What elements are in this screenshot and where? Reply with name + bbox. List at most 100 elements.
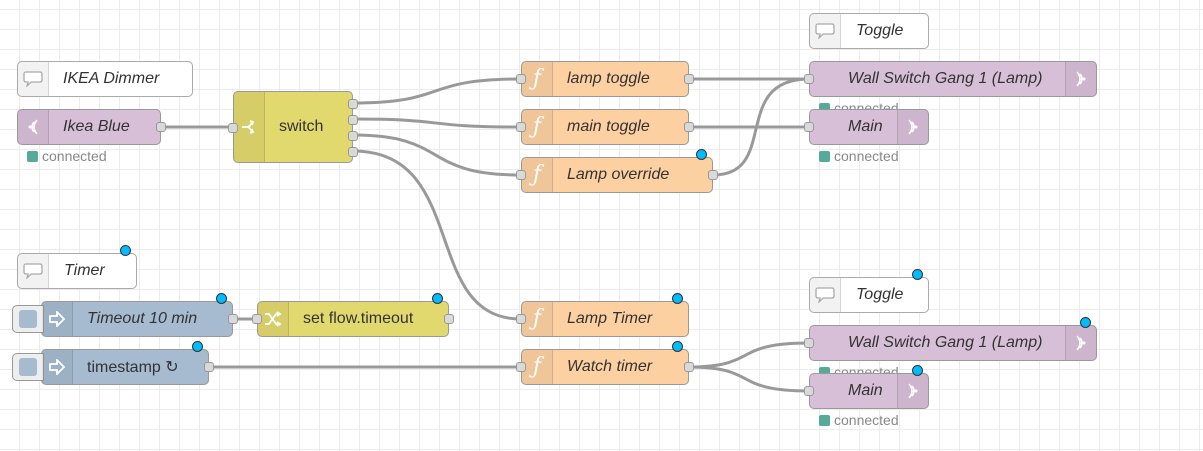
output-port-1[interactable] bbox=[348, 99, 358, 109]
input-port[interactable] bbox=[516, 314, 526, 324]
output-port-3[interactable] bbox=[348, 131, 358, 141]
node-wall-switch-gang1-top[interactable]: Wall Switch Gang 1 (Lamp) bbox=[804, 61, 1097, 97]
speech-bubble-icon bbox=[18, 62, 49, 96]
node-lamp-timer[interactable]: ƒ Lamp Timer bbox=[516, 293, 689, 337]
node-wall-switch-gang1-bottom[interactable]: Wall Switch Gang 1 (Lamp) bbox=[804, 317, 1097, 361]
function-icon: ƒ bbox=[522, 158, 553, 192]
output-port-2[interactable] bbox=[348, 115, 358, 125]
node-timestamp[interactable]: timestamp ↻ bbox=[12, 341, 214, 385]
radio-waves-icon bbox=[897, 110, 928, 144]
status-dot-icon bbox=[819, 366, 830, 378]
status-connected: connected bbox=[819, 412, 899, 428]
input-port[interactable] bbox=[228, 123, 238, 133]
status-connected: connected bbox=[819, 148, 899, 164]
input-port[interactable] bbox=[252, 314, 262, 324]
inject-button[interactable] bbox=[12, 353, 44, 381]
node-main-bottom[interactable]: Main bbox=[804, 365, 929, 409]
function-icon: ƒ bbox=[522, 110, 553, 144]
node-label: Main bbox=[848, 382, 883, 399]
function-icon: ƒ bbox=[522, 350, 553, 384]
input-port[interactable] bbox=[804, 338, 814, 348]
node-ikea-blue[interactable]: Ikea Blue bbox=[17, 109, 166, 145]
comment-toggle-top[interactable]: Toggle bbox=[809, 13, 929, 49]
input-port[interactable] bbox=[516, 170, 526, 180]
comment-timer[interactable]: Timer bbox=[17, 245, 137, 289]
output-port[interactable] bbox=[684, 362, 694, 372]
node-label: set flow.timeout bbox=[303, 310, 414, 327]
comment-label: Toggle bbox=[856, 286, 904, 303]
node-label: Main bbox=[848, 118, 883, 135]
status-dot-icon bbox=[27, 150, 38, 162]
input-port[interactable] bbox=[516, 122, 526, 132]
status-dot-icon bbox=[819, 414, 830, 426]
node-label: Wall Switch Gang 1 (Lamp) bbox=[848, 334, 1043, 351]
output-port[interactable] bbox=[684, 122, 694, 132]
changed-badge bbox=[912, 269, 923, 280]
node-set-flow-timeout[interactable]: set flow.timeout bbox=[252, 293, 454, 337]
output-port-4[interactable] bbox=[348, 147, 358, 157]
output-port[interactable] bbox=[228, 314, 238, 324]
node-label: lamp toggle bbox=[567, 70, 650, 87]
changed-badge bbox=[672, 341, 683, 352]
node-lamp-override[interactable]: ƒ Lamp override bbox=[516, 149, 718, 193]
output-port[interactable] bbox=[156, 122, 166, 132]
comment-label: IKEA Dimmer bbox=[63, 70, 160, 87]
speech-bubble-icon bbox=[18, 254, 49, 288]
wire-watch-timer-main bbox=[687, 365, 810, 393]
arrow-right-icon bbox=[42, 350, 73, 384]
speech-bubble-icon bbox=[810, 278, 841, 312]
branch-icon bbox=[234, 92, 265, 162]
input-port[interactable] bbox=[804, 122, 814, 132]
changed-badge bbox=[1080, 317, 1091, 328]
node-switch[interactable]: switch bbox=[228, 91, 358, 163]
node-label: Lamp Timer bbox=[567, 310, 653, 327]
status-connected: connected bbox=[27, 148, 107, 164]
status-dot-icon bbox=[819, 150, 830, 162]
node-label: Wall Switch Gang 1 (Lamp) bbox=[848, 70, 1043, 87]
node-lamp-toggle[interactable]: ƒ lamp toggle bbox=[516, 61, 694, 97]
comment-label: Timer bbox=[64, 262, 105, 279]
changed-badge bbox=[696, 149, 707, 160]
radio-waves-icon bbox=[18, 110, 49, 144]
radio-waves-icon bbox=[1065, 326, 1096, 360]
changed-badge bbox=[192, 341, 203, 352]
wire-lamp-override-wall-switch bbox=[712, 77, 810, 177]
changed-badge bbox=[672, 293, 683, 304]
wire-switch2-main-toggle bbox=[352, 117, 522, 129]
node-label: timestamp ↻ bbox=[87, 359, 179, 376]
input-port[interactable] bbox=[804, 74, 814, 84]
changed-badge bbox=[912, 365, 923, 376]
changed-badge bbox=[432, 293, 443, 304]
node-main-top[interactable]: Main bbox=[804, 109, 929, 145]
changed-badge bbox=[216, 293, 227, 304]
node-label: main toggle bbox=[567, 118, 650, 135]
node-label: Watch timer bbox=[567, 358, 653, 375]
output-port[interactable] bbox=[708, 170, 718, 180]
node-main-toggle[interactable]: ƒ main toggle bbox=[516, 109, 694, 145]
node-label: Ikea Blue bbox=[63, 118, 130, 135]
input-port[interactable] bbox=[804, 386, 814, 396]
output-port[interactable] bbox=[204, 362, 214, 372]
output-port[interactable] bbox=[444, 314, 454, 324]
comment-label: Toggle bbox=[856, 22, 904, 39]
node-timeout-10-min[interactable]: Timeout 10 min bbox=[12, 293, 238, 337]
node-watch-timer[interactable]: ƒ Watch timer bbox=[516, 341, 694, 385]
wire-switch1-lamp-toggle bbox=[352, 77, 522, 105]
input-port[interactable] bbox=[516, 74, 526, 84]
node-label: switch bbox=[279, 118, 324, 135]
radio-waves-icon bbox=[897, 374, 928, 408]
shuffle-icon bbox=[258, 302, 289, 336]
status-dot-icon bbox=[819, 102, 830, 114]
radio-waves-icon bbox=[1065, 62, 1096, 96]
changed-badge bbox=[120, 245, 131, 256]
node-label: Lamp override bbox=[567, 166, 670, 183]
comment-toggle-bottom[interactable]: Toggle bbox=[809, 269, 929, 313]
function-icon: ƒ bbox=[522, 62, 553, 96]
output-port[interactable] bbox=[684, 74, 694, 84]
comment-ikea-dimmer[interactable]: IKEA Dimmer bbox=[17, 61, 193, 97]
arrow-right-icon bbox=[42, 302, 73, 336]
function-icon: ƒ bbox=[522, 302, 553, 336]
inject-button[interactable] bbox=[12, 305, 44, 333]
input-port[interactable] bbox=[516, 362, 526, 372]
wire-watch-timer-wall-switch bbox=[687, 341, 810, 369]
